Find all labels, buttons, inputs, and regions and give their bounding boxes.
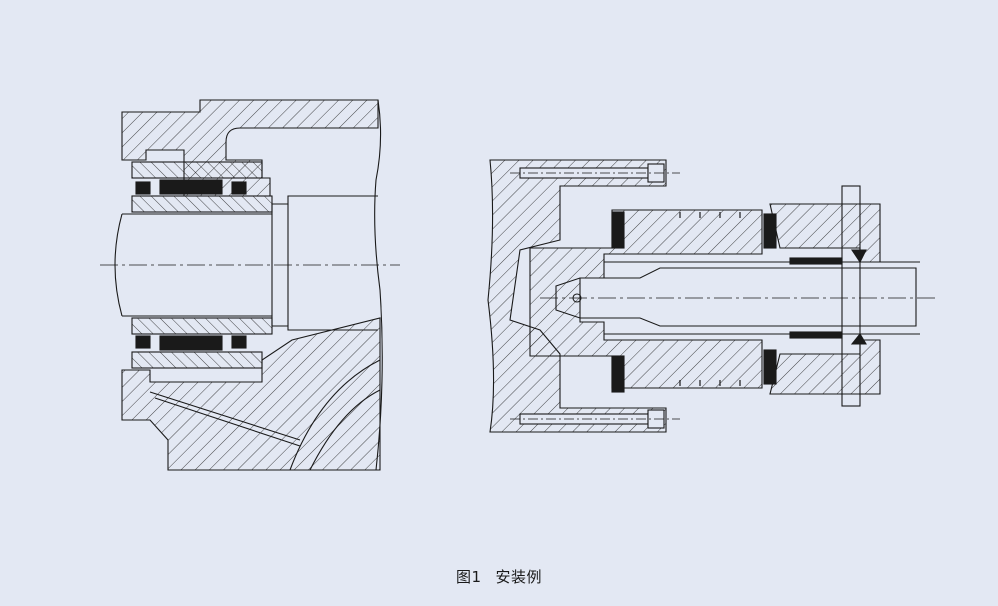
left-roller-upper xyxy=(159,179,223,195)
figure-caption: 图1 安装例 xyxy=(0,566,998,587)
left-shaft xyxy=(122,195,378,331)
figure-title: 安装例 xyxy=(495,568,543,586)
left-housing-lower xyxy=(121,317,381,471)
right-shaft xyxy=(555,267,917,327)
left-bearing-assembly xyxy=(100,99,400,471)
bolt-upper xyxy=(510,163,680,183)
right-bearing-lower xyxy=(611,355,625,393)
left-roller-lower xyxy=(159,335,223,351)
spindle-body xyxy=(529,209,763,389)
left-bearing-upper-outer xyxy=(131,161,263,179)
right-housing xyxy=(769,203,881,395)
bolt-lower xyxy=(510,409,680,429)
right-bearing-upper xyxy=(611,211,625,249)
left-bearing-upper-inner xyxy=(131,195,273,213)
figure-number: 图1 xyxy=(455,568,482,586)
left-bearing-lower-outer xyxy=(131,351,263,369)
left-bearing-lower-inner xyxy=(131,317,273,335)
right-spindle-assembly xyxy=(487,159,935,433)
